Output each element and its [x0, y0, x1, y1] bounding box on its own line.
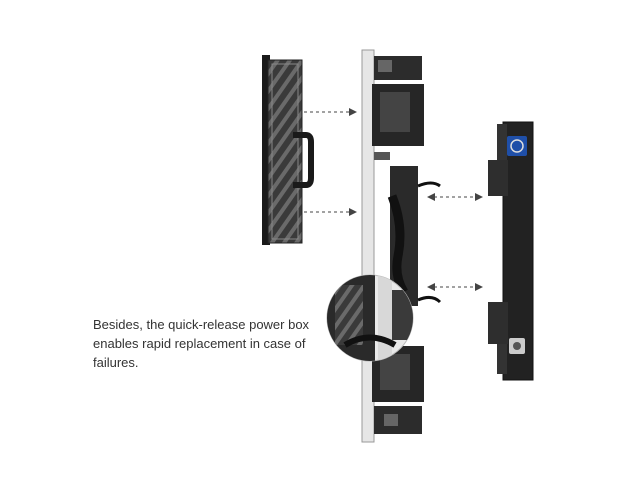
- assembly-arrows: [304, 108, 483, 291]
- caption-line: failures.: [93, 355, 139, 370]
- caption-line: enables rapid replacement in case of: [93, 336, 306, 351]
- cabinet-frame: [361, 49, 442, 443]
- caption-line: Besides, the quick-release power box: [93, 317, 310, 332]
- caption-text: Besides, the quick-release power box ena…: [93, 315, 333, 372]
- power-box: [488, 121, 534, 381]
- power-connector-icon: [507, 136, 527, 156]
- module-handle: [293, 132, 314, 188]
- led-module: [262, 55, 314, 245]
